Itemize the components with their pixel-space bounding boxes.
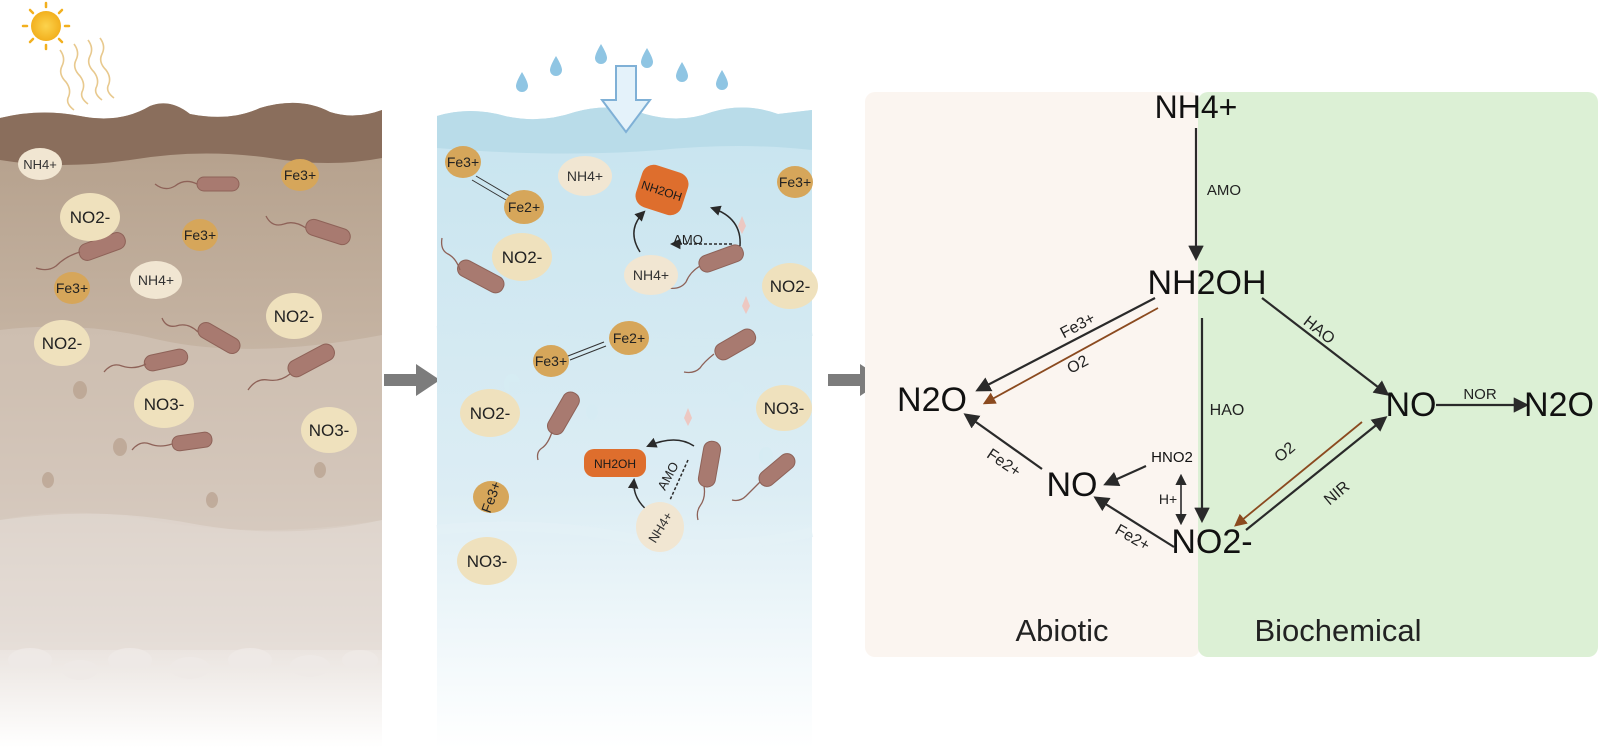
nh2oh-badge: NH2OH: [584, 449, 646, 477]
node-nh4: NH4+: [1155, 89, 1238, 125]
ion-bubble-nh4: NH4+: [558, 156, 612, 196]
node-no-mid: NO: [1047, 466, 1098, 504]
ion-label: Fe3+: [535, 353, 567, 369]
ion-bubble-fe3: Fe3+: [182, 219, 218, 251]
node-n2o-right: N2O: [1524, 386, 1594, 424]
ion-bubble-no2: NO2-: [762, 263, 818, 309]
soil-profile: [0, 102, 382, 749]
arrow-nomid-n2o: [963, 413, 1043, 470]
ion-label: Fe3+: [779, 174, 811, 190]
ion-bubble-fe3: Fe3+: [281, 159, 319, 191]
node-no2: NO2-: [1171, 523, 1252, 561]
region-labels: Abiotic Biochemical: [1015, 613, 1421, 648]
ion-bubble-no2: NO2-: [60, 193, 120, 241]
ion-label: NO2-: [470, 404, 511, 423]
ion-label: NO2-: [274, 307, 315, 326]
soil-ion-bubbles: NH4+ Fe3+ NO2- Fe3+ Fe3+ NH4+ NO2- NO2-: [18, 148, 357, 453]
ion-label: Fe2+: [613, 330, 645, 346]
ion-bubble-no2: NO2-: [492, 233, 552, 281]
amo-label: AMO: [673, 232, 703, 247]
label-amo: AMO: [1207, 182, 1241, 199]
ion-bubble-no3: NO3-: [134, 380, 194, 428]
ion-bubble-nh4: NH4+: [624, 255, 678, 295]
biochemical-region: [1198, 92, 1598, 657]
flooded-bacteria: [440, 216, 796, 521]
ion-bubble-nh4: NH4+: [130, 261, 182, 299]
ion-bubble-no2: NO2-: [266, 293, 322, 339]
node-n2o-left: N2O: [897, 381, 967, 419]
ion-bubble-fe3: Fe3+: [473, 479, 509, 515]
transition-arrow-icon: [384, 364, 440, 396]
ion-bubble-no3: NO3-: [457, 537, 517, 585]
pathway-nodes: NH4+ NH2OH N2O NO NO2- NO N2O HNO2: [897, 89, 1594, 561]
ion-bubble-nh4: NH4+: [18, 148, 62, 180]
ion-label: NO3-: [309, 421, 350, 440]
arrow-no2-no: [1245, 416, 1388, 531]
node-no-right: NO: [1386, 386, 1437, 424]
arrow-o2-no2: [1234, 421, 1363, 527]
ion-label: Fe3+: [56, 280, 88, 296]
pathway-arrows: [963, 128, 1530, 548]
node-nh2oh: NH2OH: [1147, 264, 1266, 302]
region-label-abiotic: Abiotic: [1015, 613, 1108, 648]
down-arrow-icon: [600, 65, 652, 134]
ion-bubble-fe3: Fe3+: [445, 146, 481, 178]
arrow-nh2oh-n2o: [975, 297, 1156, 392]
label-nor: NOR: [1463, 386, 1497, 403]
ion-label: NH2OH: [594, 457, 636, 471]
arrow-nh2oh-no: [1261, 297, 1390, 396]
label-hao-b: HAO: [1210, 402, 1245, 419]
node-hno2: HNO2: [1151, 449, 1193, 466]
equilibrium-arrows-icon: [567, 341, 607, 361]
region-label-biochemical: Biochemical: [1254, 613, 1421, 648]
ion-label: NH4+: [138, 272, 174, 288]
ion-bubble-nh4: NH4+: [636, 502, 684, 552]
ion-bubble-no3: NO3-: [301, 407, 357, 453]
ion-bubble-no3: NO3-: [756, 385, 812, 431]
ion-label: Fe3+: [447, 154, 479, 170]
sun-icon: [21, 1, 71, 51]
sunlight-rays-icon: [59, 37, 115, 111]
equilibrium-arrows-icon: [471, 175, 511, 201]
ion-label: NO2-: [770, 277, 811, 296]
nh2oh-badge: NH2OH: [635, 164, 689, 216]
ion-label: Fe3+: [184, 227, 216, 243]
flooded-ion-bubbles: Fe3+ Fe2+ NH4+ NH2OH Fe3+ NO2-: [445, 146, 818, 585]
ion-label: NO3-: [144, 395, 185, 414]
ion-label: Fe2+: [508, 199, 540, 215]
ion-bubble-fe2: Fe2+: [609, 321, 649, 355]
ion-label: NO2-: [70, 208, 111, 227]
arrow-hno2-no: [1103, 464, 1147, 486]
arrow-no2-nomid: [1093, 496, 1175, 548]
ion-bubble-fe3: Fe3+: [533, 345, 569, 377]
ion-label: NO3-: [764, 399, 805, 418]
ion-bubble-fe3: Fe3+: [54, 272, 90, 304]
pathway-regions: [865, 92, 1598, 657]
oxygen-arrows: [982, 307, 1363, 527]
ion-label: Fe3+: [284, 167, 316, 183]
label-h-plus: H+: [1159, 491, 1177, 507]
abiotic-region: [865, 92, 1200, 657]
arrow-o2-n2o: [982, 307, 1159, 405]
ion-bubble-fe3: Fe3+: [777, 166, 813, 198]
ion-bubble-no2: NO2-: [34, 320, 90, 366]
ion-label: NH4+: [23, 157, 57, 172]
ion-label: NO2-: [42, 334, 83, 353]
water-drops-icon: [516, 44, 728, 92]
ion-label: NO3-: [467, 552, 508, 571]
ion-label: NH4+: [567, 168, 603, 184]
ion-bubble-no2: NO2-: [460, 389, 520, 437]
ion-bubble-fe2: Fe2+: [504, 190, 544, 224]
amo-cycle-top: [633, 205, 741, 253]
ion-label: NO2-: [502, 248, 543, 267]
ion-label: NH4+: [633, 267, 669, 283]
